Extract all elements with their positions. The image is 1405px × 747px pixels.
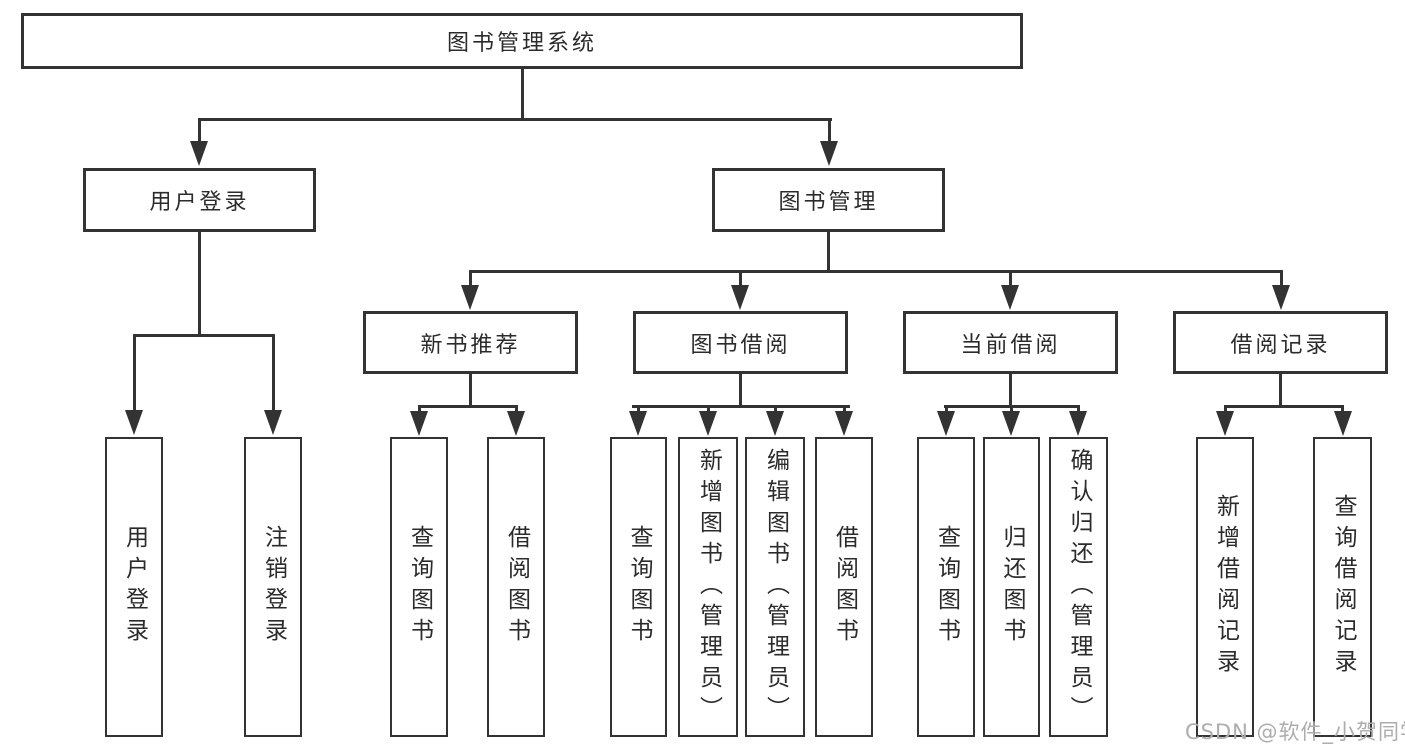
leaf-query-books-3: 查询图书 <box>917 437 975 737</box>
arrow-down-icon <box>1002 411 1020 436</box>
node-label: 查询图书 <box>933 525 960 649</box>
leaf-logout: 注销登录 <box>244 437 302 737</box>
arrow-down-icon <box>507 411 525 436</box>
node-new-book-recommend: 新书推荐 <box>363 311 578 374</box>
arrow-down-icon <box>1272 285 1290 310</box>
node-label: 新增图书（管理员） <box>695 447 722 727</box>
node-label: 编辑图书（管理员） <box>762 447 789 727</box>
arrow-down-icon <box>1216 411 1234 436</box>
leaf-borrow-books-1: 借阅图书 <box>487 437 545 737</box>
leaf-query-borrow-record: 查询借阅记录 <box>1313 437 1372 737</box>
node-label: 查询借阅记录 <box>1330 494 1356 680</box>
node-label: 新增借阅记录 <box>1212 494 1239 680</box>
connector-stem <box>1279 270 1283 290</box>
node-label: 新书推荐 <box>420 332 521 358</box>
connector-stem <box>1076 405 1080 415</box>
connector-stem <box>827 232 830 270</box>
leaf-confirm-return-admin: 确认归还（管理员） <box>1049 437 1108 737</box>
node-label: 注销登录 <box>260 525 287 649</box>
connector-stem <box>198 232 201 334</box>
arrow-down-icon <box>264 410 282 435</box>
arrow-down-icon <box>835 411 853 436</box>
leaf-edit-books-admin: 编辑图书（管理员） <box>745 437 805 737</box>
node-current-borrow: 当前借阅 <box>903 311 1118 374</box>
connector-stem <box>468 270 472 290</box>
connector-rail <box>631 405 850 408</box>
node-label: 借阅图书 <box>831 525 858 649</box>
node-borrow-record: 借阅记录 <box>1173 311 1388 374</box>
node-label: 归还图书 <box>999 525 1025 649</box>
node-library-management-system: 图书管理系统 <box>21 13 1023 69</box>
connector-stem <box>197 118 201 145</box>
leaf-add-books-admin: 新增图书（管理员） <box>678 437 738 737</box>
connector-stem <box>469 374 472 408</box>
arrow-down-icon <box>461 285 479 310</box>
arrow-down-icon <box>766 411 784 436</box>
leaf-borrow-books-2: 借阅图书 <box>815 437 873 737</box>
node-label: 图书管理系统 <box>446 31 597 56</box>
node-label: 查询图书 <box>626 525 652 649</box>
connector-stem <box>636 405 640 415</box>
arrow-down-icon <box>1069 411 1087 436</box>
leaf-add-borrow-record: 新增借阅记录 <box>1196 437 1254 737</box>
node-label: 用户登录 <box>121 525 148 649</box>
leaf-return-books: 归还图书 <box>983 437 1040 737</box>
connector-rail <box>132 334 275 337</box>
connector-stem <box>132 334 136 412</box>
arrow-down-icon <box>937 411 955 436</box>
connector-stem <box>842 405 846 415</box>
leaf-user-login: 用户登录 <box>105 437 163 737</box>
node-label: 借阅图书 <box>503 525 530 649</box>
arrow-down-icon <box>410 411 428 436</box>
node-label: 当前借阅 <box>960 332 1061 358</box>
node-label: 查询图书 <box>406 525 433 649</box>
arrow-down-icon <box>1333 411 1352 436</box>
node-label: 图书借阅 <box>690 332 791 358</box>
arrow-down-icon <box>190 141 208 166</box>
arrow-down-icon <box>629 411 647 436</box>
connector-stem <box>1008 270 1012 290</box>
arrow-down-icon <box>699 411 717 436</box>
connector-stem <box>514 405 518 415</box>
connector-stem <box>417 405 421 415</box>
connector-rail <box>468 270 1283 273</box>
connector-stem <box>1279 374 1282 408</box>
connector-stem <box>706 405 710 415</box>
connector-rail <box>417 405 518 408</box>
connector-stem <box>739 374 742 408</box>
connector-root-stem <box>520 69 524 118</box>
node-label: 图书管理 <box>778 190 879 215</box>
arrow-down-icon <box>1001 285 1019 310</box>
node-book-management: 图书管理 <box>712 168 945 232</box>
connector-stem <box>271 334 275 412</box>
connector-stem <box>1223 405 1227 415</box>
connector-stem <box>1009 374 1012 408</box>
node-label: 用户登录 <box>149 190 250 215</box>
connector-stem <box>827 118 831 145</box>
connector-root-rail <box>197 118 832 121</box>
connector-stem <box>773 405 777 415</box>
arrow-down-icon <box>731 285 749 310</box>
connector-stem <box>1341 405 1344 415</box>
csdn-watermark: CSDN @软件_小贺同学 <box>1185 720 1405 744</box>
leaf-query-books-2: 查询图书 <box>610 437 667 737</box>
node-user-login: 用户登录 <box>83 168 316 232</box>
connector-stem <box>738 270 742 290</box>
connector-stem <box>944 405 948 415</box>
connector-stem <box>1009 405 1013 415</box>
arrow-down-icon <box>125 410 143 435</box>
connector-rail <box>1223 405 1344 408</box>
leaf-query-books-1: 查询图书 <box>390 437 448 737</box>
node-label: 确认归还（管理员） <box>1066 447 1092 727</box>
node-label: 借阅记录 <box>1230 332 1331 358</box>
node-book-borrow: 图书借阅 <box>633 311 848 374</box>
arrow-down-icon <box>820 141 838 166</box>
